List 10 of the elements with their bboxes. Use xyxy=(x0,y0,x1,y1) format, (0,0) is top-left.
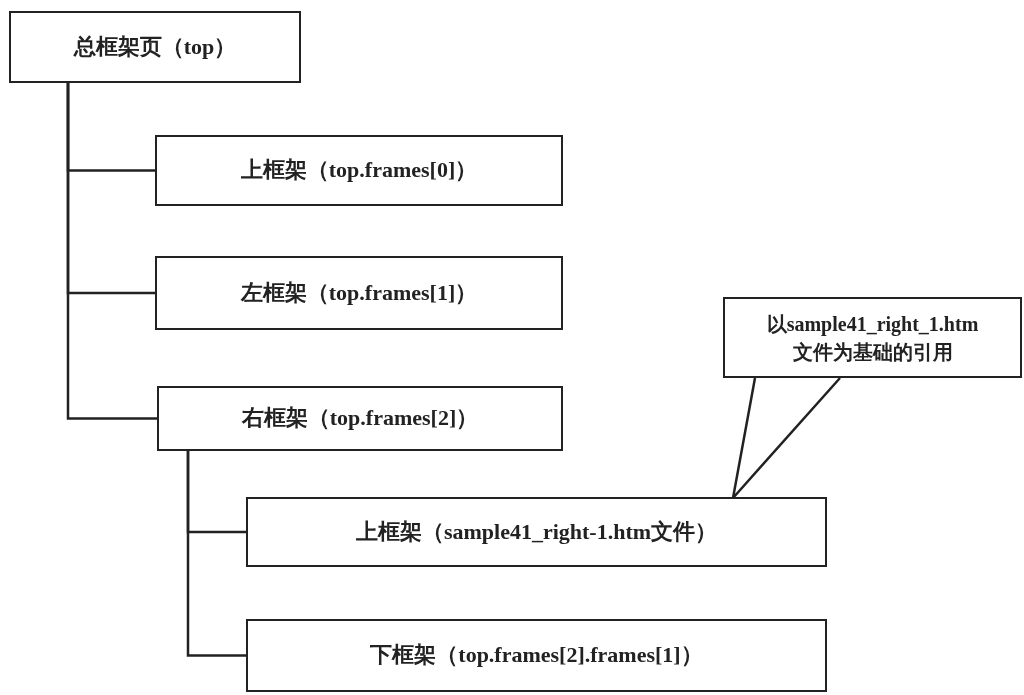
frame-box: 上框架（sample41_right-1.htm文件） xyxy=(246,497,827,567)
frame-box: 上框架（top.frames[0]） xyxy=(155,135,563,206)
frame-box: 左框架（top.frames[1]） xyxy=(155,256,563,330)
connector-line xyxy=(186,451,246,657)
frame-box: 下框架（top.frames[2].frames[1]） xyxy=(246,619,827,692)
callout-box: 以sample41_right_1.htm 文件为基础的引用 xyxy=(723,297,1022,378)
frame-box: 总框架页（top） xyxy=(9,11,301,83)
connector-line xyxy=(66,83,157,420)
frame-box: 右框架（top.frames[2]） xyxy=(157,386,563,451)
callout-pointer xyxy=(731,376,842,500)
